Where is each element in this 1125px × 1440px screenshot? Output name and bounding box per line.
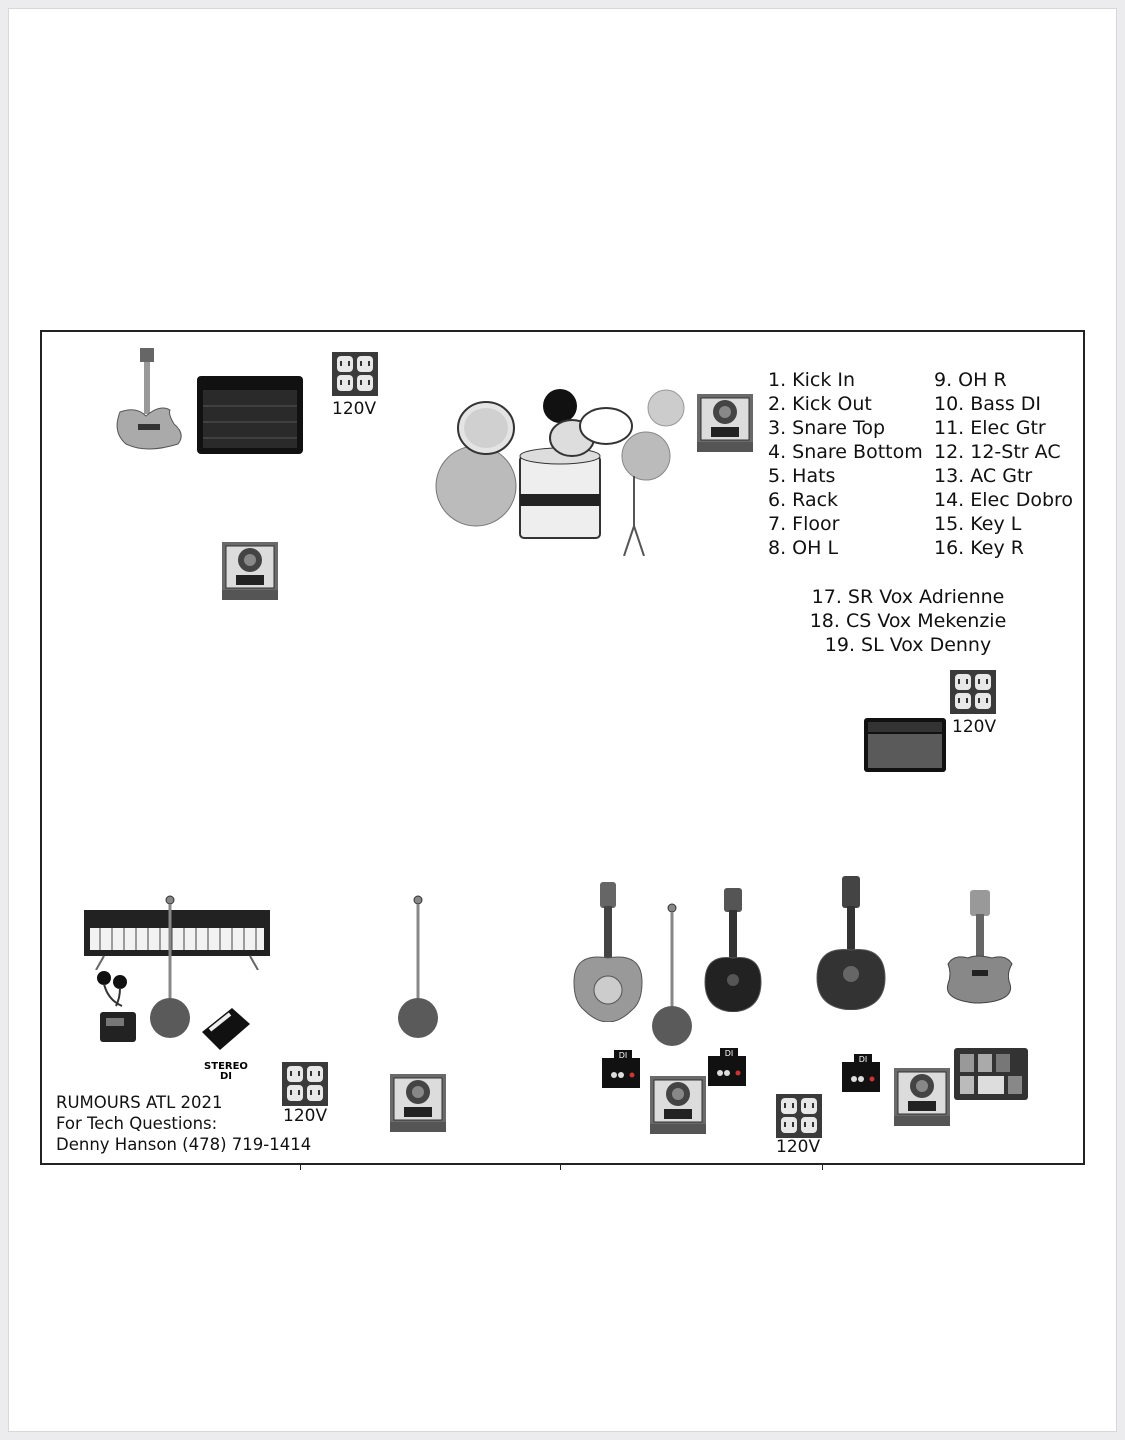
in-ear-pack-icon [100, 1012, 136, 1042]
monitor-wedge-icon [390, 1074, 446, 1132]
input-item: 7. Floor [768, 513, 840, 535]
input-item: 4. Snare Bottom [768, 441, 923, 463]
input-item: 13. AC Gtr [934, 465, 1033, 487]
drum-kit-icon [435, 389, 685, 556]
di-box-label: DI [619, 1051, 628, 1060]
input-item: 16. Key R [934, 537, 1024, 559]
di-box-label: DI [859, 1055, 868, 1064]
mic-stand-icon [148, 894, 192, 1040]
outlet-voltage-label: 120V [332, 399, 377, 419]
stereo-di-label-line2: DI [219, 1071, 233, 1082]
guitar-amp-icon [864, 718, 946, 772]
stage-plot: 120V 1. Kick In 2. Kick Out 3. Snare Top… [40, 330, 1085, 1170]
outlet-voltage-label: 120V [952, 717, 997, 737]
twelve-string-guitar-icon [816, 876, 886, 1010]
input-item: 12. 12-Str AC [934, 441, 1061, 463]
mic-stand-icon [396, 894, 440, 1040]
resonator-guitar-icon [573, 882, 643, 1022]
monitor-wedge-icon [222, 542, 278, 600]
input-item: 3. Snare Top [768, 417, 886, 439]
stereo-di-label: STEREO DI [200, 1062, 252, 1082]
outlet-voltage-label: 120V [283, 1106, 328, 1126]
di-box-icon: DI [708, 1048, 746, 1086]
mic-stand-icon [650, 902, 694, 1048]
credits-contact: Denny Hanson (478) 719-1414 [56, 1135, 312, 1154]
input-list-col2: 9. OH R 10. Bass DI 11. Elec Gtr 12. 12-… [934, 368, 1073, 560]
input-item: 17. SR Vox Adrienne [811, 586, 1005, 608]
power-outlet-icon [950, 670, 996, 714]
monitor-wedge-icon [894, 1068, 950, 1126]
input-item: 15. Key L [934, 513, 1022, 535]
bass-guitar-icon [116, 348, 182, 450]
di-box-icon: DI [602, 1050, 640, 1088]
input-item: 8. OH L [768, 537, 839, 559]
monitor-wedge-icon [697, 394, 753, 452]
pedalboard-icon [954, 1048, 1028, 1100]
power-outlet-icon [332, 352, 378, 396]
input-item: 18. CS Vox Mekenzie [809, 610, 1007, 632]
credits-contact-heading: For Tech Questions: [56, 1114, 218, 1133]
outlet-voltage-label: 120V [776, 1137, 821, 1157]
input-list-col1: 1. Kick In 2. Kick Out 3. Snare Top 4. S… [768, 368, 923, 560]
credits-block: RUMOURS ATL 2021 For Tech Questions: Den… [56, 1092, 311, 1155]
bass-amp-icon [197, 376, 303, 454]
input-item: 10. Bass DI [934, 393, 1042, 415]
di-box-icon: DI [842, 1054, 880, 1092]
di-box-label: DI [725, 1049, 734, 1058]
input-item: 14. Elec Dobro [934, 489, 1074, 511]
input-item: 2. Kick Out [768, 393, 872, 415]
stage-edge-tick [822, 1164, 823, 1170]
stage-edge-tick [560, 1164, 561, 1170]
vocal-input-list: 17. SR Vox Adrienne 18. CS Vox Mekenzie … [802, 585, 1014, 657]
input-item: 19. SL Vox Denny [824, 634, 992, 656]
input-item: 1. Kick In [768, 369, 856, 391]
input-item: 9. OH R [934, 369, 1007, 391]
in-ear-monitor-icon [97, 971, 127, 1007]
stage-edge-tick [300, 1164, 301, 1170]
di-box-icon [202, 1008, 250, 1050]
input-item: 6. Rack [768, 489, 839, 511]
input-item: 11. Elec Gtr [934, 417, 1046, 439]
power-outlet-icon [776, 1094, 822, 1138]
stereo-di-label-line1: STEREO [204, 1061, 248, 1072]
acoustic-guitar-icon [704, 888, 762, 1012]
monitor-wedge-icon [650, 1076, 706, 1134]
keyboard-icon [84, 910, 270, 970]
electric-guitar-icon [946, 890, 1013, 1004]
credits-event: RUMOURS ATL 2021 [56, 1093, 223, 1112]
input-item: 5. Hats [768, 465, 836, 487]
